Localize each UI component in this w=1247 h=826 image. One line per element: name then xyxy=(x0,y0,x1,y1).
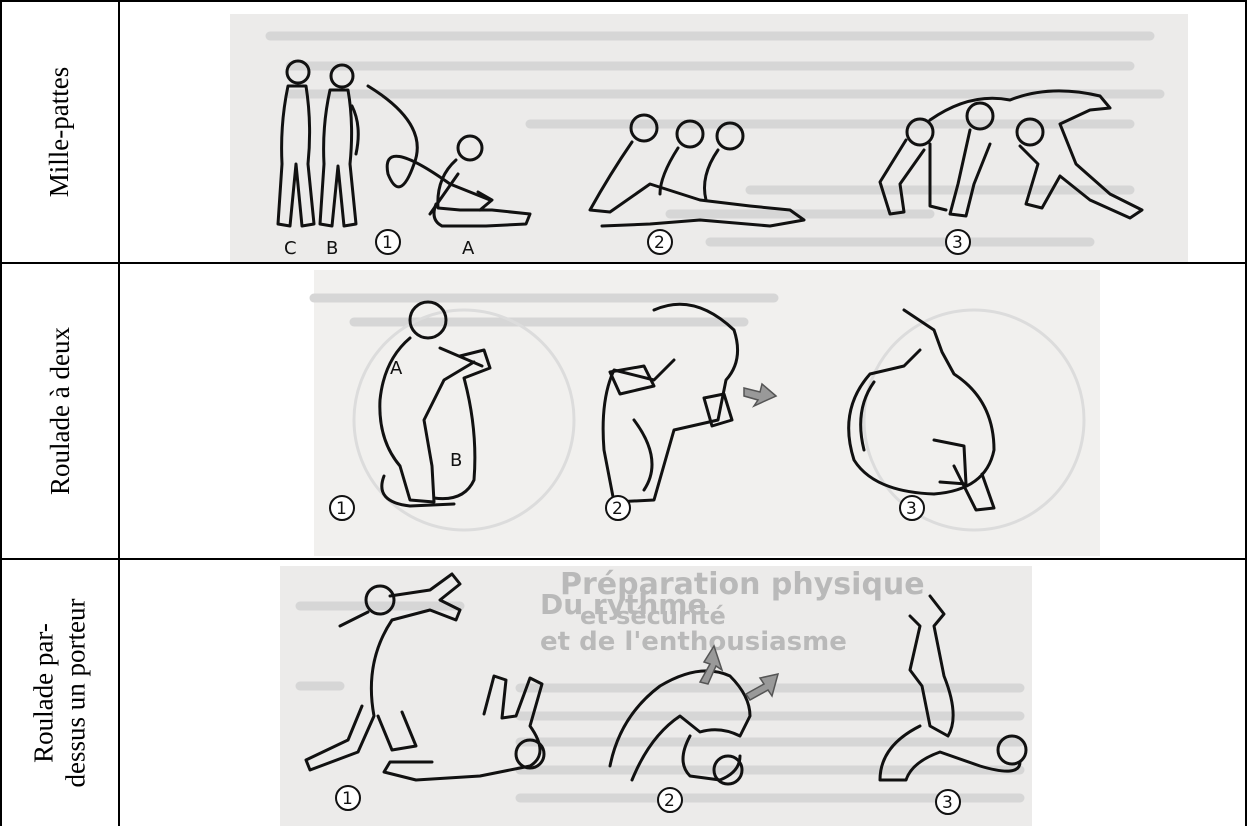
row-label-roulade-a-deux: Roulade à deux xyxy=(44,327,76,495)
figure-label-b: B xyxy=(326,238,338,259)
row-label-line-1: Roulade par- xyxy=(29,623,59,763)
figure-label-a: A xyxy=(390,358,403,379)
svg-text:1: 1 xyxy=(342,789,353,809)
svg-text:3: 3 xyxy=(952,233,963,253)
step-3-badge: 3 xyxy=(900,496,924,520)
row-label-cell-mille-pattes: Mille-pattes xyxy=(1,2,118,262)
svg-text:2: 2 xyxy=(654,233,665,253)
row-label-mille-pattes: Mille-pattes xyxy=(44,67,76,197)
row-divider-1 xyxy=(0,262,1247,264)
background-heading-left-2: et de l'enthousiasme xyxy=(540,627,847,657)
svg-text:2: 2 xyxy=(612,499,623,519)
illustration-mille-pattes: C B A 1 2 xyxy=(230,14,1188,262)
figure-label-c: C xyxy=(284,238,297,259)
svg-text:3: 3 xyxy=(942,793,953,813)
row-label-roulade-par-dessus: Roulade par- dessus un porteur xyxy=(28,599,92,788)
background-heading-left-1: Du rythme xyxy=(540,588,706,621)
svg-text:1: 1 xyxy=(382,233,393,253)
step-2-badge: 2 xyxy=(658,788,682,812)
column-divider xyxy=(118,0,120,826)
row-label-line-2: dessus un porteur xyxy=(61,599,91,788)
svg-text:1: 1 xyxy=(336,499,347,519)
step-2-badge: 2 xyxy=(648,230,672,254)
row-label-cell-roulade-par-dessus: Roulade par- dessus un porteur xyxy=(1,560,118,826)
figure-label-b: B xyxy=(450,450,462,471)
step-3-badge: 3 xyxy=(946,230,970,254)
row-label-cell-roulade-a-deux: Roulade à deux xyxy=(1,264,118,558)
svg-text:2: 2 xyxy=(664,791,675,811)
table-border-top xyxy=(0,0,1247,2)
step-1-badge: 1 xyxy=(376,230,400,254)
step-1-badge: 1 xyxy=(336,786,360,810)
illustration-roulade-par-dessus: Préparation physique et sécurité Du ryth… xyxy=(280,566,1032,826)
figure-label-a: A xyxy=(462,238,475,259)
row-divider-2 xyxy=(0,558,1247,560)
step-3-badge: 3 xyxy=(936,790,960,814)
svg-text:3: 3 xyxy=(906,499,917,519)
step-2-badge: 2 xyxy=(606,496,630,520)
step-1-badge: 1 xyxy=(330,496,354,520)
illustration-roulade-a-deux: A B 1 2 3 xyxy=(314,270,1100,556)
